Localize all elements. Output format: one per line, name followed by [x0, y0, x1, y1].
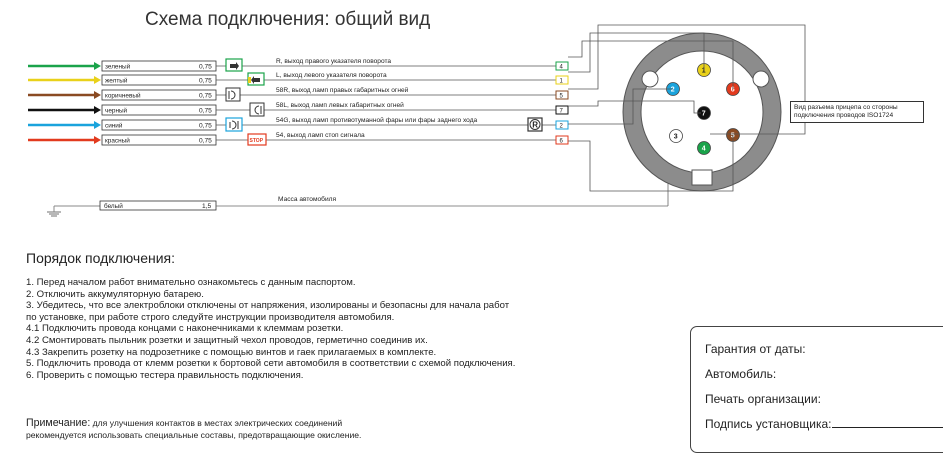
connector-pin: 3: [669, 129, 683, 143]
wire-name: синий: [105, 122, 123, 130]
wire-name: желтый: [105, 77, 128, 85]
arrow-head-icon: [94, 62, 101, 70]
terminal-number: 2: [560, 123, 564, 129]
pin-number: 3: [674, 134, 678, 141]
terminal-box: [555, 120, 569, 130]
turn-right-icon: [225, 58, 243, 72]
arrow-head-icon: [94, 106, 101, 114]
parking-light-right-icon: [225, 87, 241, 102]
wire-name: красный: [105, 137, 130, 145]
procedure-step: 4.2 Смонтировать пыльник розетки и защит…: [26, 334, 428, 346]
ground-wire-name: белый: [104, 202, 123, 210]
warranty-stamp-label: Печать организации:: [705, 392, 821, 406]
wire-function: R, выход правого указателя поворота: [276, 58, 391, 65]
note-line1: для улучшения контактов в местах электри…: [90, 418, 343, 428]
wire-row: красный 0,75 54, выход ламп стоп сигнала 6: [28, 132, 569, 146]
socket-key: [691, 169, 713, 186]
wire-function: 58L, выход ламп левых габаритных огней: [276, 101, 404, 109]
connector-pin: 4: [697, 141, 711, 155]
procedure-step: 4.1 Подключить провода концами с наконеч…: [26, 323, 344, 335]
procedure-step: 2. Отключить аккумуляторную батарею.: [26, 288, 204, 300]
ground-function: Масса автомобиля: [278, 195, 336, 203]
mount-hole: [641, 70, 659, 88]
procedure-title: Порядок подключения:: [26, 250, 176, 266]
note-label: Примечание:: [26, 417, 91, 429]
terminal-box: [555, 105, 569, 115]
ground-wire-gauge: 1,5: [202, 203, 211, 210]
wire-row: коричневый 0,75 58R, выход ламп правых габ…: [28, 86, 569, 101]
wire-name: черный: [105, 107, 128, 115]
fog-light-icon: [225, 117, 243, 132]
wire-function: 54G, выход ламп противотуманной фары или…: [276, 116, 478, 124]
wire-gauge: 0,75: [199, 123, 212, 130]
wire-function: L, выход левого указателя поворота: [276, 72, 387, 79]
reverse-light-letter: R: [532, 121, 538, 130]
procedure-step: по установке, при работе строго следуйте…: [26, 311, 395, 323]
terminal-box: [555, 75, 569, 85]
terminal-box: [555, 90, 569, 100]
procedure-step: 1. Перед началом работ внимательно ознак…: [26, 277, 356, 288]
terminal-box: [555, 61, 569, 71]
parking-light-left-icon: [249, 102, 265, 117]
arrow-head-icon: [94, 121, 101, 129]
diagram-title: Схема подключения: общий вид: [145, 9, 431, 30]
procedure-step: 4.3 Закрепить розетку на подрозетнике с …: [26, 346, 437, 358]
terminal-number: 6: [560, 138, 564, 144]
pin-number: 4: [702, 146, 706, 153]
reverse-light-icon: R: [527, 117, 543, 132]
mount-hole: [752, 70, 770, 88]
terminal-box: [555, 135, 569, 145]
ground-wire: белый 1,5 Масса автомобиля: [47, 135, 676, 217]
wire-gauge: 0,75: [199, 108, 212, 115]
wiring-diagram: зеленый 0,75 R, выход правого указателя по…: [28, 24, 806, 217]
pin-number: 1: [702, 68, 706, 75]
arrow-head-icon: [94, 76, 101, 84]
arrow-head-icon: [94, 91, 101, 99]
wire-function: 54, выход ламп стоп сигнала: [276, 132, 365, 139]
procedure-step: 3. Убедитесь, что все электроблоки отклю…: [26, 300, 510, 312]
warranty-date-label: Гарантия от даты:: [705, 342, 806, 356]
warranty-car-label: Автомобиль:: [705, 367, 777, 381]
warranty-box: Гарантия от даты: Автомобиль: Печать орг…: [690, 326, 943, 453]
wire-gauge: 0,75: [199, 93, 212, 100]
wire-routing: [568, 24, 806, 192]
arrow-head-icon: [94, 136, 101, 144]
note: Примечание: для улучшения контактов в ме…: [26, 417, 362, 441]
wire-row: черный 0,75 58L, выход ламп левых габаритн…: [28, 101, 569, 116]
wire-gauge: 0,75: [199, 64, 212, 71]
signature-line: [831, 416, 943, 428]
pin-number: 7: [702, 111, 706, 118]
wire-row: синий 0,75 54G, выход ламп противотуманной…: [28, 116, 569, 131]
stop-label: STOP: [250, 138, 264, 144]
wire-gauge: 0,75: [199, 138, 212, 145]
stop-light-icon: STOP: [247, 133, 267, 146]
warranty-signature: Подпись установщика:: [705, 416, 943, 431]
procedure-step: 6. Проверить с помощью тестера правильно…: [26, 369, 304, 381]
pin-number: 2: [671, 87, 675, 94]
wire-row: желтый 0,75 L, выход левого указателя пово…: [28, 72, 569, 86]
wire-gauge: 0,75: [199, 78, 212, 85]
procedure-step: 5. Подключить провода от клемм розетки к…: [26, 358, 516, 370]
procedure-steps: 1. Перед началом работ внимательно ознак…: [26, 277, 515, 381]
terminal-number: 4: [560, 64, 564, 70]
wire-row: зеленый 0,75 R, выход правого указателя по…: [28, 58, 569, 72]
connector-description: Вид разъема прицепа со стороны подключен…: [790, 101, 924, 123]
terminal-number: 1: [560, 78, 564, 84]
terminal-number: 5: [560, 93, 564, 99]
wire-function: 58R, выход ламп правых габаритных огней: [276, 86, 409, 94]
wire-name: зеленый: [105, 63, 131, 71]
note-line2: рекомендуется использовать специальные с…: [26, 429, 362, 440]
turn-left-icon: [247, 72, 265, 86]
pin-number: 6: [731, 87, 735, 94]
wire-name: коричневый: [105, 92, 141, 100]
terminal-number: 7: [560, 108, 564, 114]
warranty-signature-label: Подпись установщика:: [705, 417, 832, 431]
wire-rows: зеленый 0,75 R, выход правого указателя по…: [28, 58, 569, 146]
